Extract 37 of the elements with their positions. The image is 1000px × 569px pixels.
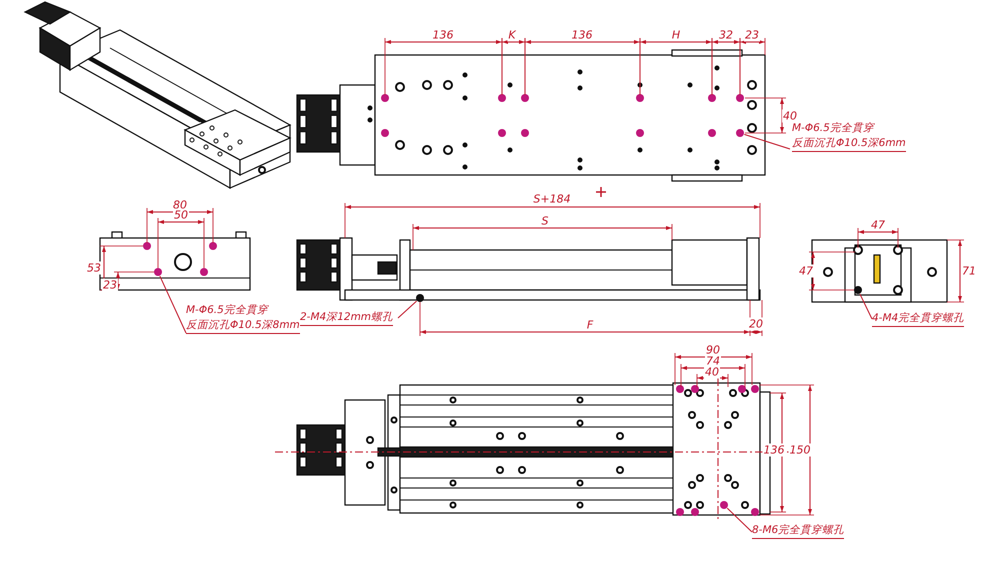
leader-line xyxy=(726,508,752,532)
dimension-label: 71 xyxy=(961,264,977,278)
dimension-label: 47 xyxy=(798,264,814,278)
callout-note: M-Φ6.5完全貫穿 xyxy=(792,121,876,136)
callout-note: 4-M4完全貫穿螺孔 xyxy=(872,311,964,327)
callout-note: 8-M6完全貫穿螺孔 xyxy=(752,523,844,539)
mounting-hole xyxy=(720,501,728,509)
dimension-label: S+184 xyxy=(532,192,572,206)
mounting-hole xyxy=(154,268,162,276)
dimension-label: 50 xyxy=(173,208,189,222)
dimension-label: 23 xyxy=(102,278,118,292)
dimension-label: S xyxy=(540,214,550,228)
callout-note: 反面沉孔Φ10.5深8mm xyxy=(186,318,300,334)
dimension-label: 20 xyxy=(748,318,764,330)
dimension-label: 23 xyxy=(744,28,760,42)
leader-line xyxy=(744,134,790,150)
dimension-label: 53 xyxy=(86,262,102,274)
dimension-label: K xyxy=(507,28,517,42)
mounting-hole xyxy=(736,129,744,137)
dimension-label: 136 xyxy=(570,28,594,42)
mounting-hole xyxy=(854,286,862,294)
mounting-hole xyxy=(416,294,424,302)
dimension-label: 136 xyxy=(432,28,454,42)
callout-note: M-Φ6.5完全貫穿 xyxy=(186,303,270,318)
dimension-label: 40 xyxy=(782,110,798,122)
leader-line xyxy=(859,294,872,320)
leader-line xyxy=(398,300,418,318)
dimension-label: 32 xyxy=(718,28,734,42)
leader-line xyxy=(159,276,186,334)
callout-note: 2-M4深12mm螺孔 xyxy=(300,310,394,326)
dimension-label: 40 xyxy=(704,366,720,378)
dimension-label: 47 xyxy=(870,218,886,232)
dimension-label: F xyxy=(586,318,594,332)
dimension-label: 150 xyxy=(788,444,812,456)
dimension-label: 136 xyxy=(762,444,786,456)
dimension-label: H xyxy=(670,28,682,42)
callout-note: 反面沉孔Φ10.5深6mm xyxy=(792,136,906,152)
